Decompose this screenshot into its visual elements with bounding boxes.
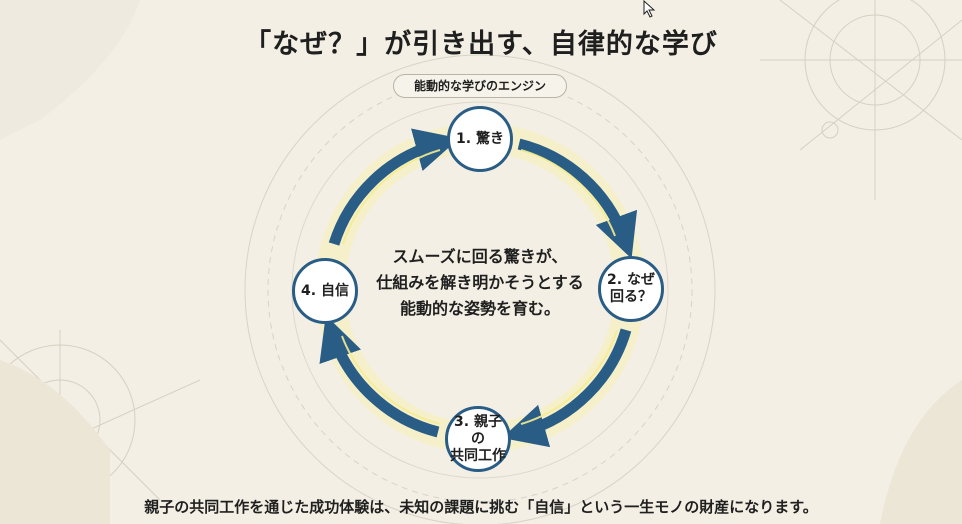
footer-caption: 親子の共同工作を通じた成功体験は、未知の課題に挑む「自信」という一生モノの財産に… <box>144 498 818 516</box>
mouse-cursor-icon <box>643 0 656 18</box>
cycle-center-text: スムーズに回る驚きが、 仕組みを解き明かそうとする 能動的な姿勢を育む。 <box>376 247 584 318</box>
arrow-4-to-1 <box>328 128 460 246</box>
engine-label: 能動的な学びのエンジン <box>393 74 567 98</box>
arrow-1-to-2 <box>517 138 638 259</box>
arrow-3-to-4 <box>319 315 440 438</box>
cycle-node-confidence: 4. 自信 <box>292 258 358 324</box>
cycle-node-surprise: 1. 驚き <box>447 106 513 172</box>
cycle-node-why: 2. なぜ 回る？ <box>598 256 664 322</box>
arrow-2-to-3 <box>501 328 632 448</box>
cycle-node-collab: 3. 親子の 共同工作 <box>445 406 511 472</box>
page-title: 「なぜ？」が引き出す、自律的な学び <box>244 29 718 60</box>
